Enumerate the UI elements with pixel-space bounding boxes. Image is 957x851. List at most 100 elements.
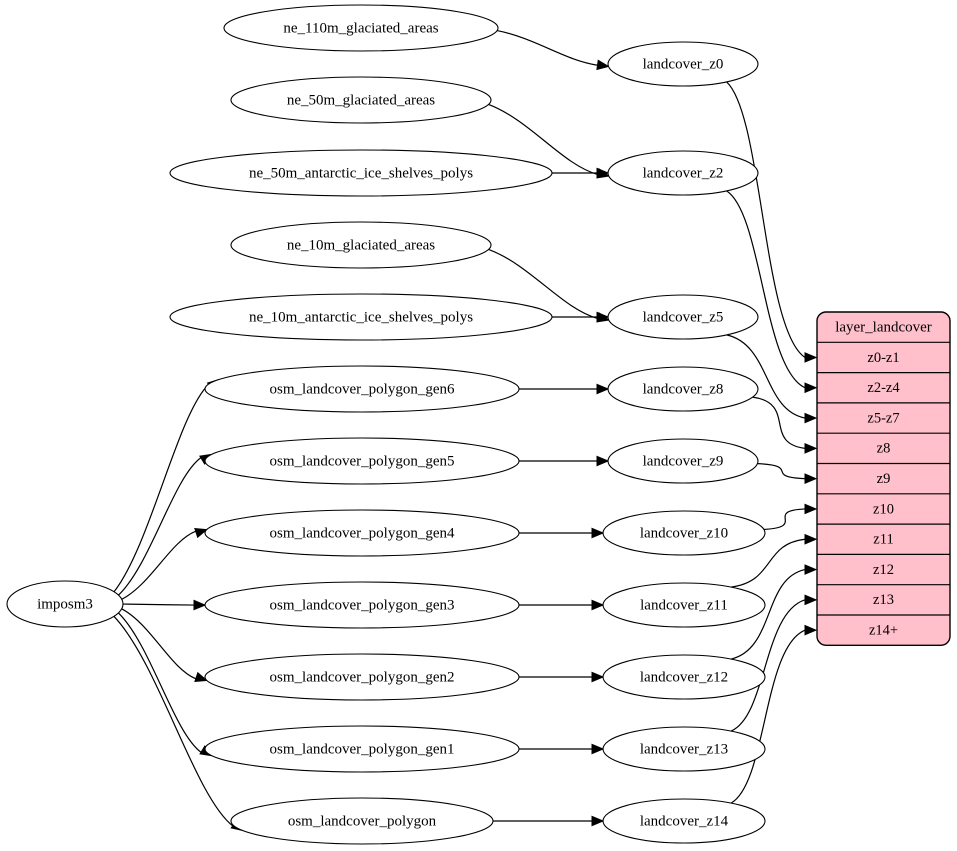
source-node-osm-landcover-polygon-gen4[interactable]: osm_landcover_polygon_gen4 (204, 509, 520, 557)
edge-line (726, 334, 806, 419)
edge-landcover-z11-to-z11 (731, 533, 818, 588)
edge-landcover-z12-to-z12 (730, 564, 818, 660)
arrow-head (596, 167, 610, 179)
arrow-head (596, 383, 610, 395)
view-node-landcover-z13[interactable]: landcover_z13 (602, 726, 766, 772)
edge-line (121, 530, 197, 600)
table-row-label: z10 (873, 501, 894, 517)
node-label: landcover_z11 (640, 597, 728, 613)
node-shape (607, 438, 759, 484)
view-node-landcover-z2[interactable]: landcover_z2 (607, 150, 759, 196)
table-row-z2-z4[interactable]: z2-z4 (817, 372, 950, 396)
node-shape (204, 365, 520, 413)
table-row-label: z11 (873, 532, 893, 548)
node-label: osm_landcover_polygon_gen4 (270, 525, 455, 541)
edge-line (752, 396, 806, 449)
table-row-z9[interactable]: z9 (817, 462, 950, 487)
edge-line (117, 612, 202, 753)
node-label: osm_landcover_polygon_gen3 (270, 597, 455, 613)
node-shape (607, 294, 759, 340)
edge-osm-landcover-polygon-gen3-to-landcover-z11 (519, 599, 605, 611)
source-node-osm-landcover-polygon-gen6[interactable]: osm_landcover_polygon_gen6 (204, 365, 520, 413)
node-label: landcover_z0 (643, 56, 724, 72)
node-label: landcover_z2 (643, 165, 724, 181)
view-node-landcover-z12[interactable]: landcover_z12 (602, 654, 766, 700)
edge-line (488, 103, 599, 176)
node-layer: imposm3 ne_110m_glaciated_areas ne_50m_gla… (6, 4, 766, 845)
table-row-z0-z1[interactable]: z0-z1 (817, 341, 950, 366)
view-node-landcover-z0[interactable]: landcover_z0 (607, 41, 759, 87)
node-label: imposm3 (37, 596, 93, 612)
node-label: osm_landcover_polygon_gen5 (270, 453, 455, 469)
node-shape (230, 221, 492, 269)
table-row-z10[interactable]: z10 (817, 493, 950, 517)
node-shape (6, 580, 124, 628)
node-shape (204, 725, 520, 773)
source-node-osm-landcover-polygon-gen3[interactable]: osm_landcover_polygon_gen3 (204, 581, 520, 629)
arrow-head (804, 503, 818, 515)
node-shape (169, 293, 553, 341)
view-node-landcover-z9[interactable]: landcover_z9 (607, 438, 759, 484)
view-node-landcover-z14[interactable]: landcover_z14 (602, 798, 766, 844)
source-node-ne-10m-glaciated-areas[interactable]: ne_10m_glaciated_areas (230, 221, 492, 269)
node-label: landcover_z12 (640, 669, 728, 685)
arrow-head (804, 352, 818, 363)
node-label: landcover_z13 (640, 741, 728, 757)
node-label: landcover_z5 (643, 309, 724, 325)
table-row-z12[interactable]: z12 (817, 553, 950, 578)
node-label: landcover_z8 (643, 381, 724, 397)
arrow-head (804, 564, 818, 575)
table-row-label: z5-z7 (867, 410, 899, 426)
table-title-label: layer_landcover (835, 320, 932, 336)
source-node-ne-50m-antarctic-ice-shelves-polys[interactable]: ne_50m_antarctic_ice_shelves_polys (169, 149, 553, 197)
node-shape (204, 437, 520, 485)
edge-layer (113, 29, 818, 832)
edge-line (731, 538, 806, 588)
table-row-label: z14+ (869, 622, 898, 638)
node-label: osm_landcover_polygon_gen2 (270, 669, 455, 685)
arrow-head (591, 527, 605, 539)
arrow-head (804, 624, 818, 636)
table-row-z8[interactable]: z8 (817, 432, 950, 457)
source-node-osm-landcover-polygon-gen5[interactable]: osm_landcover_polygon_gen5 (204, 437, 520, 485)
edge-imposm3-to-osm-landcover-polygon (113, 615, 244, 832)
view-node-landcover-z5[interactable]: landcover_z5 (607, 294, 759, 340)
view-node-landcover-z8[interactable]: landcover_z8 (607, 366, 759, 412)
source-node-ne-10m-antarctic-ice-shelves-polys[interactable]: ne_10m_antarctic_ice_shelves_polys (169, 293, 553, 341)
arrow-head (804, 533, 818, 545)
arrow-head (596, 59, 610, 71)
edge-landcover-z5-to-z5-z7 (726, 334, 818, 424)
arrow-head (194, 527, 208, 539)
table-row-z14[interactable]: z14+ (817, 614, 950, 638)
source-node-ne-50m-glaciated-areas[interactable]: ne_50m_glaciated_areas (230, 76, 492, 124)
node-shape (230, 76, 492, 124)
source-node-osm-landcover-polygon-gen2[interactable]: osm_landcover_polygon_gen2 (204, 653, 520, 701)
source-node-osm-landcover-polygon[interactable]: osm_landcover_polygon (230, 797, 494, 845)
view-node-landcover-z10[interactable]: landcover_z10 (602, 510, 766, 556)
table-row-z5-z7[interactable]: z5-z7 (817, 402, 950, 426)
table-row-z13[interactable]: z13 (817, 584, 950, 608)
edge-imposm3-to-osm-landcover-polygon-gen2 (121, 608, 209, 683)
edge-line (726, 190, 806, 389)
node-label: landcover_z9 (643, 453, 724, 469)
source-node-ne-110m-glaciated-areas[interactable]: ne_110m_glaciated_areas (223, 4, 499, 52)
edge-line (757, 463, 806, 480)
table-row-z11[interactable]: z11 (817, 523, 950, 548)
table-background (816, 311, 951, 646)
source-node-osm-landcover-polygon-gen1[interactable]: osm_landcover_polygon_gen1 (204, 725, 520, 773)
edge-osm-landcover-polygon-gen2-to-landcover-z12 (519, 671, 605, 683)
node-shape (607, 366, 759, 412)
edge-line (488, 248, 598, 320)
layer-landcover-table: layer_landcover z0-z1 z2-z4 z5-z7 z8 z9 z10 z11… (816, 311, 951, 646)
table-row-label: z8 (877, 441, 891, 457)
edge-imposm3-to-osm-landcover-polygon-gen6 (113, 378, 220, 593)
edge-landcover-z0-to-z0-z1 (726, 81, 818, 363)
node-shape (204, 653, 520, 701)
node-shape (602, 582, 766, 628)
edge-line (730, 629, 806, 804)
edge-osm-landcover-polygon-gen4-to-landcover-z10 (519, 527, 605, 539)
view-node-landcover-z11[interactable]: landcover_z11 (602, 582, 766, 628)
source-node-imposm3[interactable]: imposm3 (6, 580, 124, 628)
edge-line (763, 508, 806, 531)
